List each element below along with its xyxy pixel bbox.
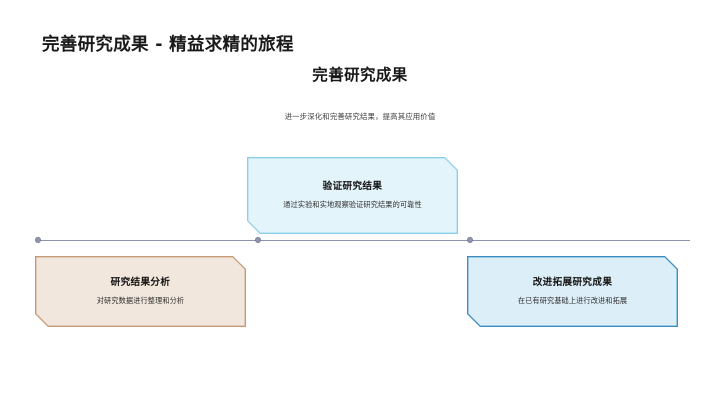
page-title: 完善研究成果 - 精益求精的旅程 xyxy=(42,35,294,55)
timeline-node-1 xyxy=(35,237,41,243)
card-verify-title: 验证研究结果 xyxy=(322,181,383,193)
card-analysis[interactable]: 研究结果分析 对研究数据进行整理和分析 xyxy=(35,256,246,327)
card-verify[interactable]: 验证研究结果 通过实验和实地观察验证研究结果的可靠性 xyxy=(247,157,458,234)
timeline-axis xyxy=(38,240,690,241)
section-subtitle: 进一步深化和完善研究结果，提高其应用价值 xyxy=(284,112,436,121)
timeline-node-2 xyxy=(255,237,261,243)
card-improve-content: 改进拓展研究成果 在已有研究基础上进行改进和拓展 xyxy=(483,274,662,306)
card-analysis-title: 研究结果分析 xyxy=(110,277,171,289)
section-heading: 完善研究成果 xyxy=(312,66,408,84)
card-improve-fill xyxy=(468,257,676,325)
card-improve[interactable]: 改进拓展研究成果 在已有研究基础上进行改进和拓展 xyxy=(467,256,678,327)
card-improve-description: 在已有研究基础上进行改进和拓展 xyxy=(517,296,628,306)
card-analysis-fill xyxy=(36,257,244,325)
card-analysis-content: 研究结果分析 对研究数据进行整理和分析 xyxy=(51,274,230,306)
card-verify-description: 通过实验和实地观察验证研究结果的可靠性 xyxy=(283,200,422,210)
card-verify-fill xyxy=(248,158,456,232)
card-improve-title: 改进拓展研究成果 xyxy=(532,277,613,289)
card-analysis-description: 对研究数据进行整理和分析 xyxy=(96,296,185,306)
card-verify-content: 验证研究结果 通过实验和实地观察验证研究结果的可靠性 xyxy=(263,178,442,210)
timeline-node-3 xyxy=(467,237,473,243)
